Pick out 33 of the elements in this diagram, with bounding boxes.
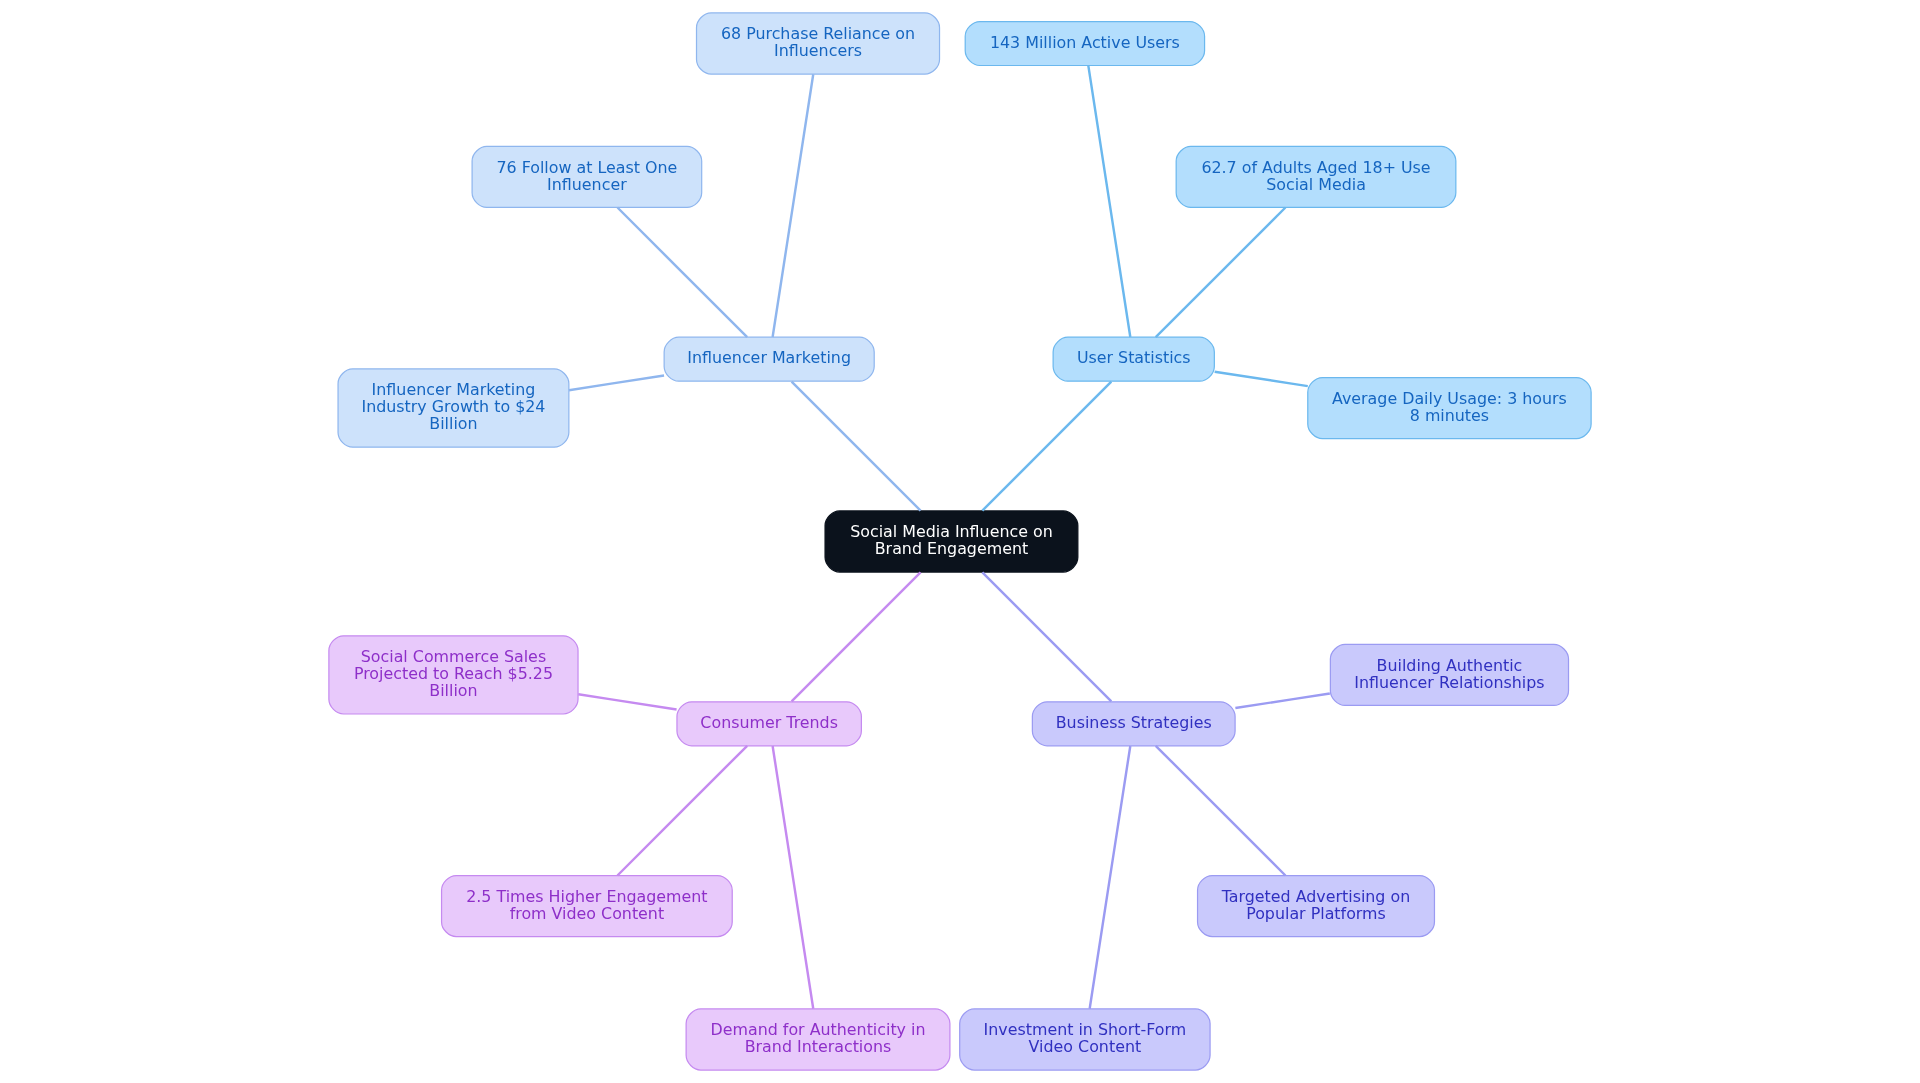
connector xyxy=(1088,745,1132,1009)
connector xyxy=(1235,692,1331,710)
connector xyxy=(790,380,922,512)
node-box: Investment in Short-Form Video Content xyxy=(959,1008,1211,1071)
node-box: 143 Million Active Users xyxy=(964,20,1206,67)
node-box: Demand for Authenticity in Brand Interactions xyxy=(685,1008,951,1071)
node-box: User Statistics xyxy=(1052,336,1215,382)
node-box: Social Media Influence on Brand Engagement xyxy=(824,510,1079,573)
connector xyxy=(771,745,815,1009)
node-box: Business Strategies xyxy=(1031,701,1236,747)
connector xyxy=(771,74,815,338)
connector xyxy=(1154,206,1287,339)
node-box: Influencer Marketing Industry Growth to $24 Billion xyxy=(337,368,570,448)
connector xyxy=(568,374,665,392)
connector xyxy=(981,571,1113,703)
connector xyxy=(1154,744,1287,877)
node-box: Influencer Marketing xyxy=(663,336,875,382)
node-box: Targeted Advertising on Popular Platforms xyxy=(1196,874,1436,938)
connector xyxy=(790,571,922,703)
connector xyxy=(578,693,677,711)
node-box: 62.7 of Adults Aged 18+ Use Social Media xyxy=(1175,145,1457,209)
connector xyxy=(1214,370,1308,388)
connector xyxy=(616,206,749,339)
node-box: 68 Purchase Reliance on Influencers xyxy=(695,12,941,75)
node-box: Building Authentic Influencer Relationships xyxy=(1329,643,1570,707)
connector xyxy=(981,380,1113,512)
connector xyxy=(1087,65,1132,338)
node-box: Consumer Trends xyxy=(676,701,862,747)
connector xyxy=(616,744,749,877)
node-box: 2.5 Times Higher Engagement from Video Content xyxy=(440,874,733,938)
node-box: Social Commerce Sales Projected to Reach $5.25 Billion xyxy=(328,635,579,715)
node-box: Average Daily Usage: 3 hours 8 minutes xyxy=(1307,376,1592,440)
node-box: 76 Follow at Least One Influencer xyxy=(471,145,703,209)
